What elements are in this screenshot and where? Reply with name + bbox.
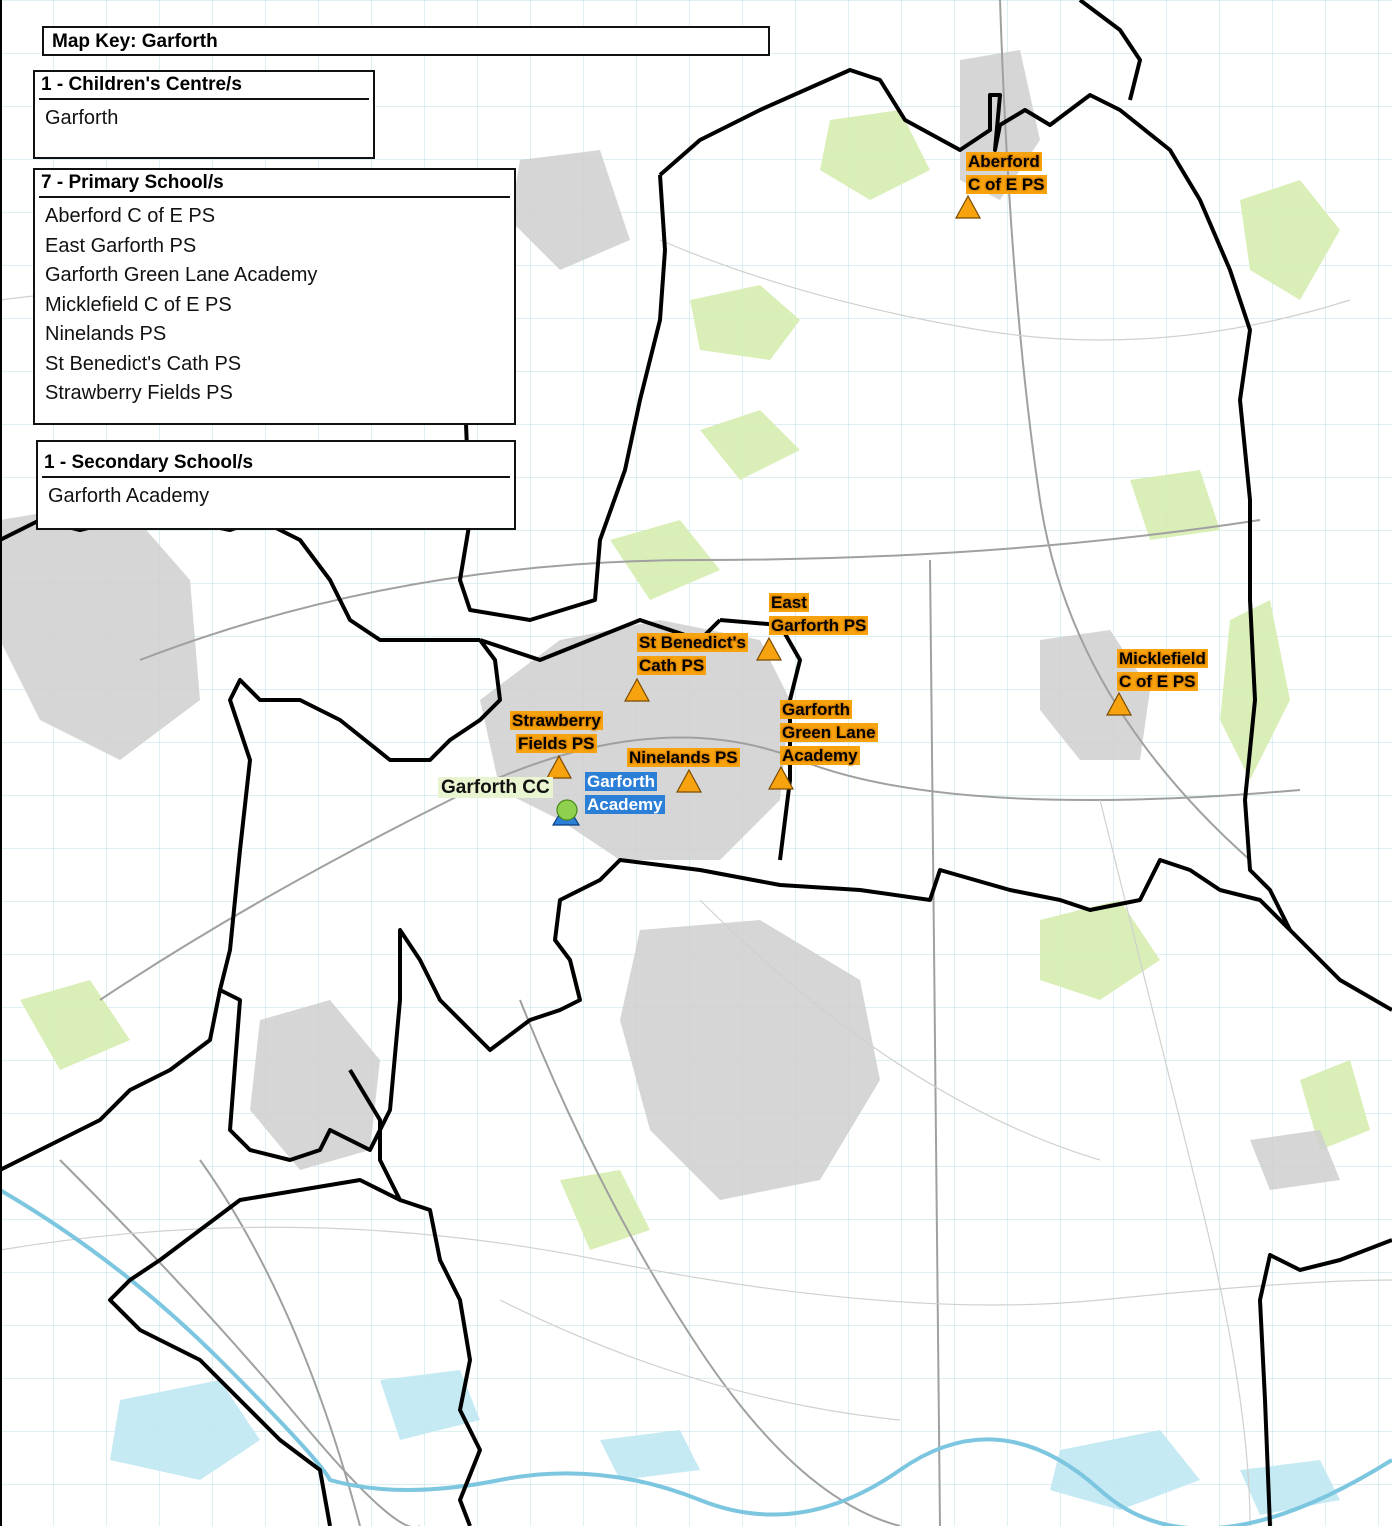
- marker-micklefield: [1105, 691, 1133, 716]
- key-childrens-centres: 1 - Children's Centre/s Garforth: [33, 70, 375, 159]
- label-garforth-academy: Garforth Academy: [585, 770, 665, 816]
- key-childrens-centres-list: Garforth: [35, 100, 373, 134]
- key-item: Ninelands PS: [45, 323, 167, 345]
- marker-garforth-cc: [556, 799, 578, 821]
- marker-green-lane: [767, 765, 795, 790]
- label-line: C of E PS: [966, 175, 1047, 194]
- label-line: Fields PS: [516, 734, 597, 753]
- primary-school-markers: [545, 194, 1133, 793]
- label-line: Aberford: [966, 152, 1042, 171]
- label-line: Garforth CC: [438, 777, 553, 798]
- marker-aberford: [954, 194, 982, 219]
- label-line: C of E PS: [1117, 672, 1198, 691]
- label-line: Green Lane: [780, 723, 878, 742]
- label-green-lane: Garforth Green Lane Academy: [780, 698, 878, 767]
- label-line: Micklefield: [1117, 649, 1208, 668]
- label-line: Cath PS: [637, 656, 707, 675]
- label-line: Garforth: [585, 772, 657, 791]
- label-line: Academy: [780, 746, 860, 765]
- river: [0, 1188, 1392, 1526]
- map-key-title: Map Key: Garforth: [42, 26, 770, 56]
- key-secondary-schools-list: Garforth Academy: [38, 478, 514, 512]
- label-line: Garforth: [780, 700, 852, 719]
- key-item: St Benedict's Cath PS: [45, 352, 242, 375]
- key-item: East Garforth PS: [45, 234, 197, 257]
- label-line: St Benedict's: [637, 633, 749, 652]
- roads: [59, 0, 1301, 1526]
- label-line: Ninelands PS: [627, 748, 740, 767]
- key-primary-schools-list: Aberford C of E PS East Garforth PS Garf…: [35, 198, 514, 409]
- marker-east-garforth: [755, 636, 783, 661]
- key-item: Micklefield C of E PS: [45, 293, 232, 316]
- label-aberford: Aberford C of E PS: [966, 150, 1047, 196]
- marker-ninelands: [675, 768, 703, 793]
- label-micklefield: Micklefield C of E PS: [1117, 647, 1208, 693]
- label-line: Strawberry: [510, 711, 603, 730]
- label-ninelands: Ninelands PS: [627, 746, 740, 769]
- key-item: Garforth Academy: [48, 485, 210, 507]
- key-item: Strawberry Fields PS: [45, 382, 233, 404]
- label-line: Garforth PS: [769, 616, 869, 635]
- key-item: Garforth Green Lane Academy: [45, 264, 318, 286]
- label-st-benedicts: St Benedict's Cath PS: [637, 631, 749, 677]
- key-primary-schools-heading: 7 - Primary School/s: [39, 170, 510, 198]
- label-east-garforth: East Garforth PS: [769, 591, 869, 637]
- marker-strawberry: [545, 754, 573, 779]
- key-primary-schools: 7 - Primary School/s Aberford C of E PS …: [33, 168, 516, 425]
- label-line: Academy: [585, 795, 665, 814]
- key-secondary-schools: 1 - Secondary School/s Garforth Academy: [36, 440, 516, 530]
- label-garforth-cc: Garforth CC: [438, 776, 553, 799]
- key-item: Aberford C of E PS: [45, 205, 216, 227]
- marker-st-benedicts: [623, 677, 651, 702]
- key-item: Garforth: [45, 107, 119, 129]
- label-strawberry: Strawberry Fields PS: [510, 709, 603, 755]
- label-line: East: [769, 593, 809, 612]
- key-childrens-centres-heading: 1 - Children's Centre/s: [39, 72, 369, 100]
- key-secondary-schools-heading: 1 - Secondary School/s: [42, 442, 510, 478]
